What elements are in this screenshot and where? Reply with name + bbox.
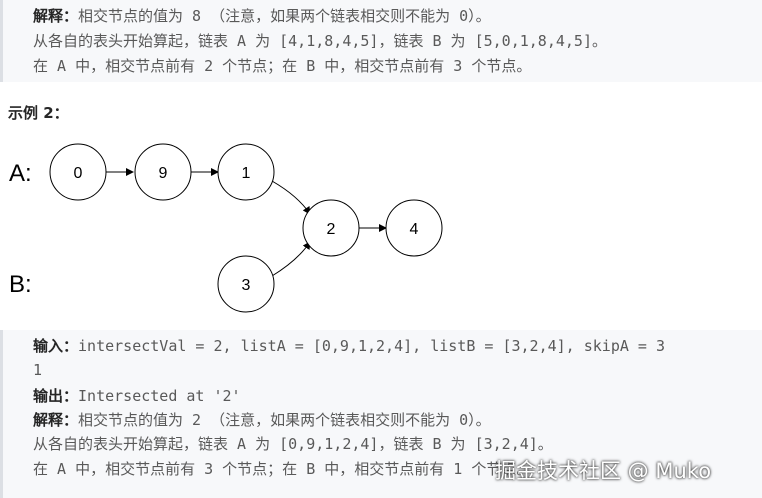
watermark: 掘金技术社区 @ Muko — [495, 459, 712, 483]
svg-text:2: 2 — [327, 221, 336, 238]
explain-text: 相交节点的值为 8 （注意，如果两个链表相交则不能为 0）。 — [78, 7, 491, 25]
svg-text:4: 4 — [410, 221, 419, 238]
node-0: 0 — [49, 143, 107, 201]
output-text: Intersected at '2' — [78, 387, 241, 405]
node-2: 2 — [302, 199, 360, 257]
explain-line: 解释：相交节点的值为 2 （注意，如果两个链表相交则不能为 0）。 — [33, 410, 491, 430]
list-b-label: B: — [9, 271, 32, 298]
node-4: 4 — [385, 199, 443, 257]
explain-line-3: 在 A 中，相交节点前有 3 个节点；在 B 中，相交节点前有 1 个节点。 — [33, 460, 532, 478]
svg-text:9: 9 — [159, 165, 168, 182]
explain-line-2: 从各自的表头开始算起，链表 A 为 [0,9,1,2,4]，链表 B 为 [3,… — [33, 435, 553, 453]
input-line: 输入：intersectVal = 2, listA = [0,9,1,2,4]… — [33, 336, 665, 356]
list-a-label: A: — [9, 160, 32, 187]
svg-text:3: 3 — [242, 277, 251, 294]
svg-text:1: 1 — [242, 165, 251, 182]
example-heading: 示例 2： — [8, 104, 69, 122]
explain-label: 解释： — [33, 411, 79, 429]
explain-label: 解释： — [33, 7, 79, 25]
explanation-block-2: 输入：intersectVal = 2, listA = [0,9,1,2,4]… — [0, 330, 762, 498]
node-9: 9 — [134, 143, 192, 201]
node-3: 3 — [217, 255, 275, 313]
node-1: 1 — [217, 143, 275, 201]
output-line: 输出：Intersected at '2' — [33, 386, 241, 406]
edge-1-2 — [271, 180, 311, 215]
explain-text: 相交节点的值为 2 （注意，如果两个链表相交则不能为 0）。 — [78, 411, 491, 429]
svg-text:0: 0 — [74, 165, 83, 182]
explanation-block-1: 解释：相交节点的值为 8 （注意，如果两个链表相交则不能为 0）。 从各自的表头… — [0, 0, 762, 82]
input-text: intersectVal = 2, listA = [0,9,1,2,4], l… — [78, 337, 666, 355]
explain-line-2: 从各自的表头开始算起，链表 A 为 [4,1,8,4,5]，链表 B 为 [5,… — [33, 32, 607, 50]
explain-line-3: 在 A 中，相交节点前有 2 个节点；在 B 中，相交节点前有 3 个节点。 — [33, 57, 532, 75]
output-label: 输出： — [33, 387, 79, 405]
explain-line: 解释：相交节点的值为 8 （注意，如果两个链表相交则不能为 0）。 — [33, 6, 491, 26]
input-line-wrap: 1 — [33, 361, 43, 379]
input-label: 输入： — [33, 337, 79, 355]
linked-list-diagram: A: B: 0 9 1 2 4 3 — [9, 143, 443, 313]
edge-3-2 — [271, 241, 311, 277]
